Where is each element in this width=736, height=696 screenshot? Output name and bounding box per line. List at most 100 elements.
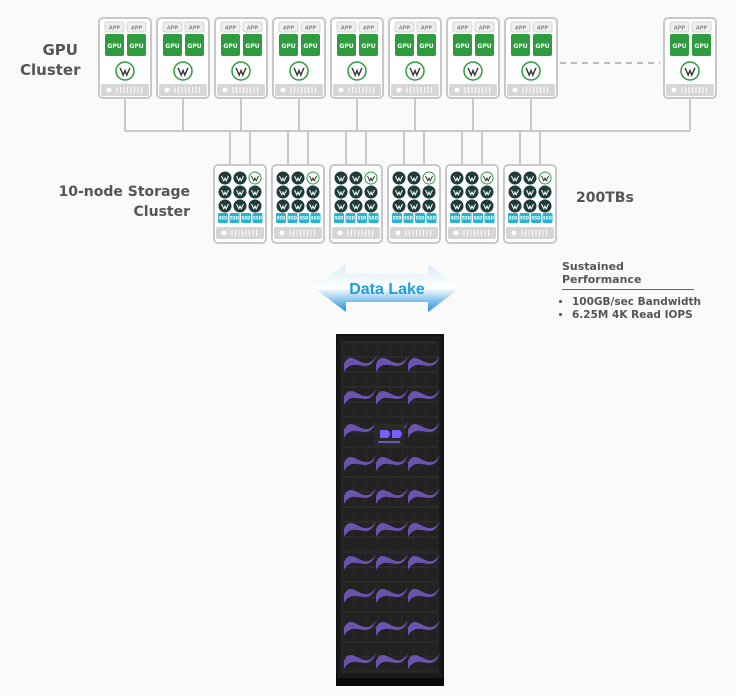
gpu-label: GPU: [694, 43, 708, 50]
ssd-label: SSD: [277, 216, 287, 221]
gpu-cluster-label: GPU Cluster: [20, 41, 81, 79]
ssd-label: SSD: [520, 216, 530, 221]
app-label: APP: [479, 26, 491, 32]
weka-logo-icon: [480, 199, 494, 213]
gpu-label: GPU: [281, 43, 295, 50]
weka-logo-icon: [233, 199, 247, 213]
weka-logo-icon: [450, 185, 464, 199]
app-label: APP: [247, 26, 259, 32]
app-label: APP: [421, 26, 433, 32]
weka-logo-icon: [465, 185, 479, 199]
ssd-label: SSD: [404, 216, 414, 221]
gpu-label: GPU: [513, 43, 527, 50]
weka-logo-icon: [231, 61, 251, 81]
weka-logo-icon: [347, 61, 367, 81]
weka-logo-icon: [306, 171, 320, 185]
gpu-label: GPU: [107, 43, 121, 50]
ssd-label: SSD: [335, 216, 345, 221]
weka-logo-icon: [422, 199, 436, 213]
capacity-label: 200TBs: [576, 190, 634, 206]
app-label: APP: [674, 26, 686, 32]
app-label: APP: [131, 26, 143, 32]
app-label: APP: [283, 26, 295, 32]
weka-logo-icon: [334, 199, 348, 213]
weka-logo-icon: [115, 61, 135, 81]
weka-logo-icon: [349, 199, 363, 213]
weka-logo-icon: [480, 171, 494, 185]
weka-logo-icon: [407, 185, 421, 199]
weka-logo-icon: [392, 199, 406, 213]
weka-logo-icon: [334, 171, 348, 185]
gpu-label: GPU: [245, 43, 259, 50]
gpu-label: GPU: [223, 43, 237, 50]
gpu-label: GPU: [672, 43, 686, 50]
weka-logo-icon: [465, 171, 479, 185]
weka-logo-icon: [306, 185, 320, 199]
ssd-label: SSD: [462, 216, 472, 221]
weka-logo-icon: [405, 61, 425, 81]
data-lake-arrow-icon: Data Lake: [314, 264, 460, 312]
ssd-label: SSD: [288, 216, 298, 221]
ssd-label: SSD: [300, 216, 310, 221]
weka-logo-icon: [407, 199, 421, 213]
ssd-label: SSD: [485, 216, 495, 221]
weka-logo-icon: [291, 199, 305, 213]
weka-logo-icon: [248, 171, 262, 185]
ssd-label: SSD: [509, 216, 519, 221]
performance-item: 100GB/sec Bandwidth: [572, 296, 701, 309]
ssd-label: SSD: [532, 216, 542, 221]
weka-logo-icon: [538, 171, 552, 185]
rack-icon: [336, 334, 444, 686]
ssd-label: SSD: [311, 216, 321, 221]
ssd-label: SSD: [451, 216, 461, 221]
ssd-label: SSD: [427, 216, 437, 221]
weka-logo-icon: [306, 199, 320, 213]
weka-logo-icon: [392, 185, 406, 199]
weka-logo-icon: [334, 185, 348, 199]
weka-logo-icon: [276, 199, 290, 213]
weka-logo-icon: [538, 185, 552, 199]
app-label: APP: [399, 26, 411, 32]
weka-logo-icon: [364, 185, 378, 199]
weka-logo-icon: [508, 185, 522, 199]
gpu-label: GPU: [361, 43, 375, 50]
weka-logo-icon: [364, 171, 378, 185]
weka-logo-icon: [291, 171, 305, 185]
app-label: APP: [189, 26, 201, 32]
app-label: APP: [457, 26, 469, 32]
weka-logo-icon: [422, 171, 436, 185]
app-label: APP: [109, 26, 121, 32]
weka-logo-icon: [248, 199, 262, 213]
weka-logo-icon: [523, 199, 537, 213]
performance-title: Sustained Performance: [562, 260, 694, 290]
app-label: APP: [341, 26, 353, 32]
weka-logo-icon: [233, 185, 247, 199]
weka-logo-icon: [422, 185, 436, 199]
gpu-label: GPU: [455, 43, 469, 50]
weka-logo-icon: [538, 199, 552, 213]
weka-logo-icon: [364, 199, 378, 213]
ssd-label: SSD: [369, 216, 379, 221]
weka-logo-icon: [173, 61, 193, 81]
ssd-label: SSD: [474, 216, 484, 221]
gpu-label: GPU: [303, 43, 317, 50]
weka-logo-icon: [465, 199, 479, 213]
storage-cluster-label: 10-node Storage Cluster: [58, 184, 190, 220]
data-lake-label: Data Lake: [349, 281, 425, 298]
weka-logo-icon: [233, 171, 247, 185]
app-label: APP: [363, 26, 375, 32]
weka-logo-icon: [523, 171, 537, 185]
weka-logo-icon: [291, 185, 305, 199]
ssd-label: SSD: [393, 216, 403, 221]
